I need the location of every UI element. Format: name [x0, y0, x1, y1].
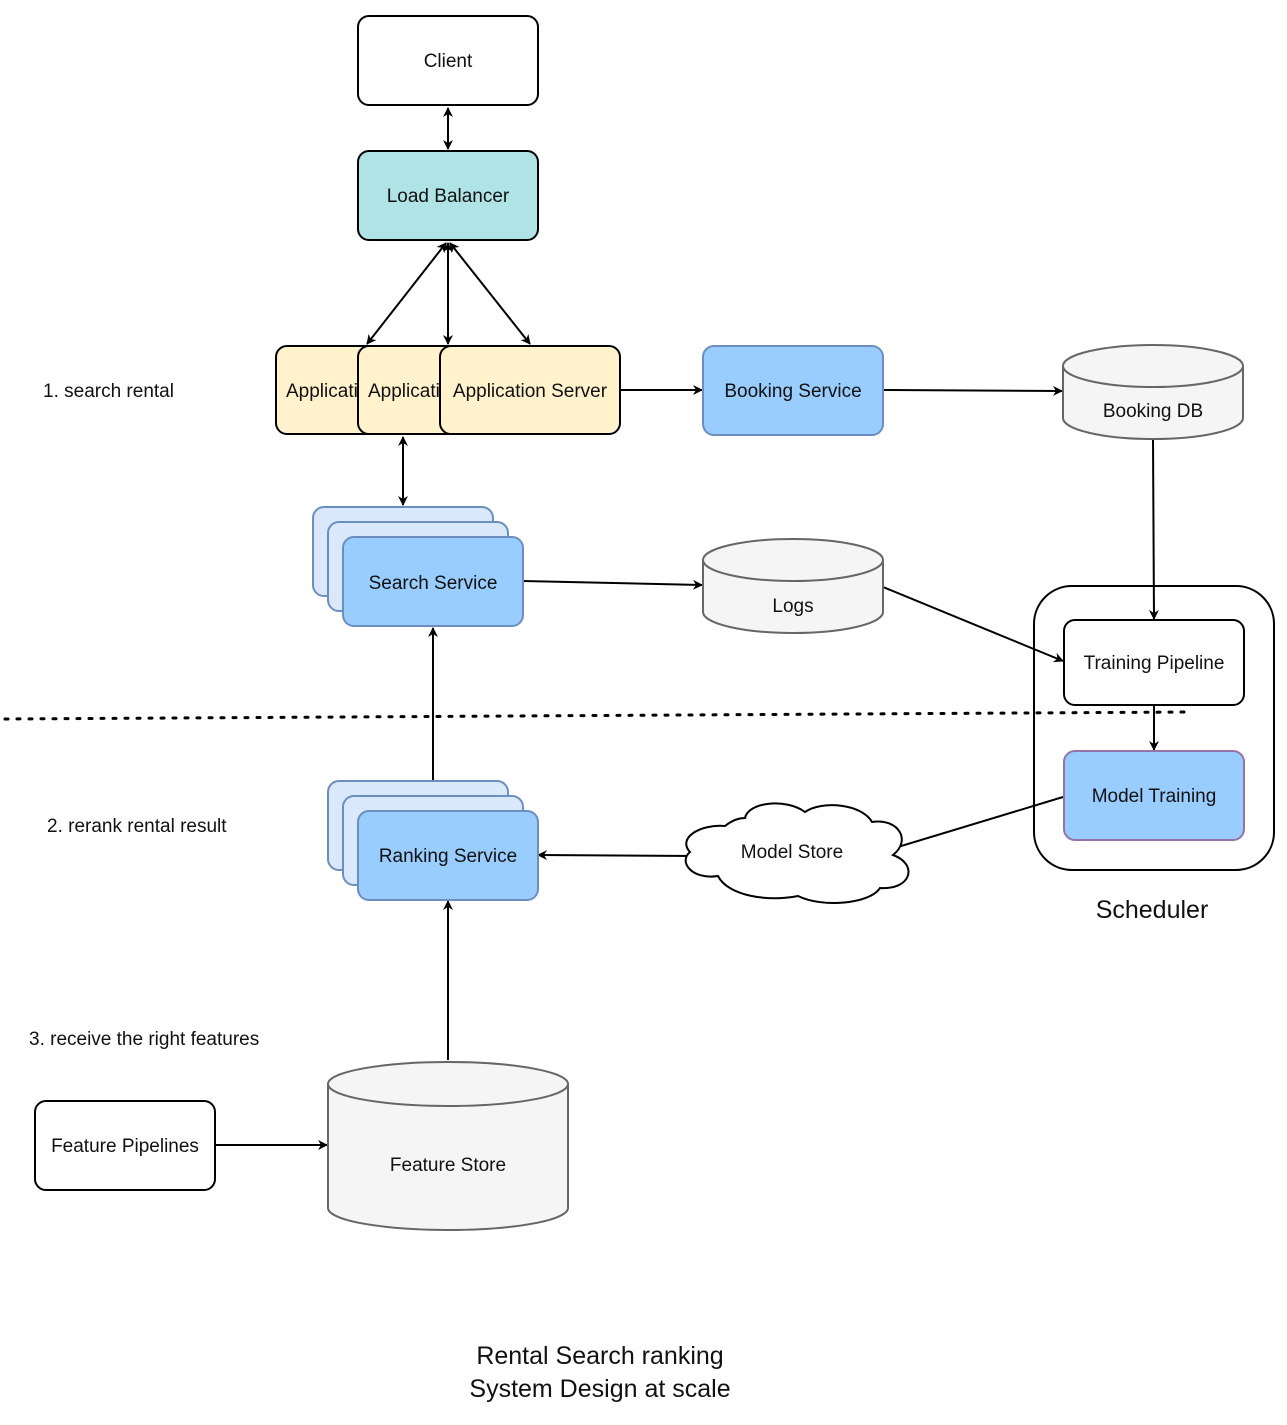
- app-server-1-label: Application Server: [286, 381, 441, 402]
- search-service-label: Search Service: [369, 573, 498, 594]
- step-3-label: 3. receive the right features: [29, 1029, 259, 1050]
- feature-pipelines-label: Feature Pipelines: [51, 1136, 199, 1157]
- diagram-title-line2: System Design at scale: [469, 1375, 730, 1403]
- edge-modeltraining-store: [887, 796, 1064, 853]
- edge-booking-db: [882, 385, 1063, 396]
- client-label: Client: [424, 51, 473, 72]
- node-training-pipeline[interactable]: Training Pipeline: [1063, 619, 1245, 706]
- booking-service-label: Booking Service: [724, 381, 861, 402]
- node-load-balancer[interactable]: Load Balancer: [357, 150, 539, 241]
- node-client[interactable]: Client: [357, 15, 539, 106]
- training-pipeline-label: Training Pipeline: [1084, 653, 1225, 674]
- edge-bookingdb-training: [1148, 439, 1159, 620]
- node-feature-pipelines[interactable]: Feature Pipelines: [34, 1100, 216, 1191]
- edge-store-ranking: [537, 850, 696, 861]
- logs-label: Logs: [772, 596, 813, 617]
- edge-search-logs: [522, 579, 703, 590]
- feature-store-label: Feature Store: [390, 1155, 506, 1176]
- node-booking-service[interactable]: Booking Service: [702, 345, 884, 436]
- edge-logs-training: [882, 586, 1064, 663]
- node-ranking-service[interactable]: Ranking Service: [327, 780, 539, 901]
- node-model-store[interactable]: Model Store: [684, 802, 910, 904]
- load-balancer-label: Load Balancer: [387, 186, 510, 207]
- app-server-2-label: Application Server: [368, 381, 523, 402]
- step-2-label: 2. rerank rental result: [47, 816, 227, 837]
- edge-lb-app3: [449, 242, 531, 345]
- app-server-3-label: Application Server: [453, 381, 608, 402]
- node-model-training[interactable]: Model Training: [1063, 750, 1245, 841]
- scheduler-label: Scheduler: [1096, 896, 1209, 924]
- node-feature-store[interactable]: Feature Store: [327, 1061, 569, 1231]
- ranking-service-label: Ranking Service: [379, 846, 517, 867]
- separator-line: [3, 710, 1192, 721]
- node-scheduler[interactable]: Scheduler: [1033, 585, 1275, 924]
- node-app-server-3[interactable]: Application Server: [439, 345, 621, 435]
- edge-lb-app1: [366, 242, 447, 345]
- model-store-label: Model Store: [741, 842, 843, 863]
- diagram-title-line1: Rental Search ranking: [476, 1342, 723, 1370]
- node-logs[interactable]: Logs: [702, 538, 884, 634]
- node-search-service[interactable]: Search Service: [312, 506, 524, 627]
- model-training-label: Model Training: [1092, 786, 1217, 807]
- booking-db-label: Booking DB: [1103, 401, 1203, 422]
- node-booking-db[interactable]: Booking DB: [1062, 344, 1244, 440]
- step-1-label: 1. search rental: [43, 381, 174, 402]
